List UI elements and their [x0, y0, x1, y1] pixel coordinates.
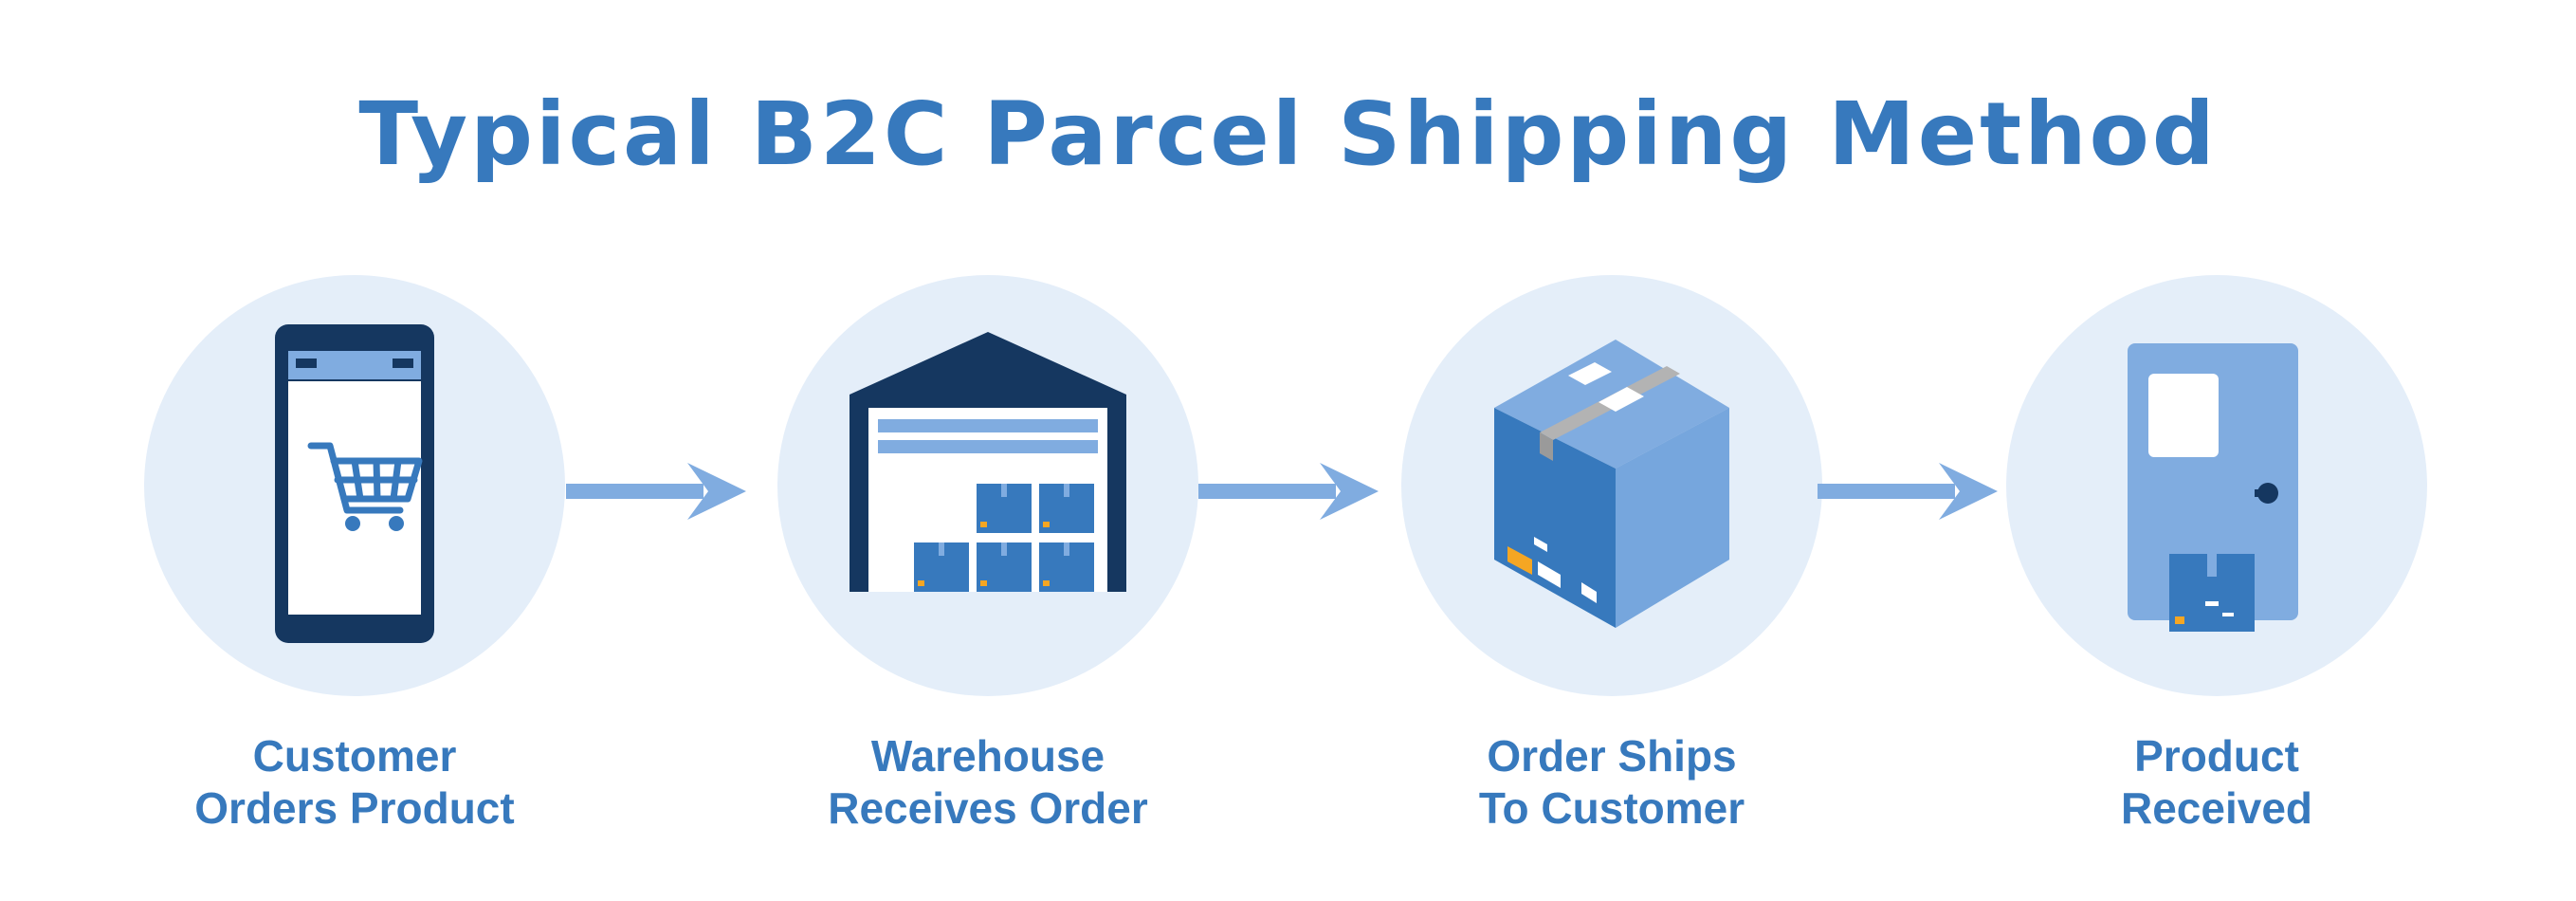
arrow-right-icon	[1818, 463, 1998, 520]
page-title: Typical B2C Parcel Shipping Method	[358, 83, 2218, 185]
step-3-label: Order Ships To Customer	[1478, 731, 1745, 833]
step-3-circle	[1401, 275, 1822, 696]
arrow-right-icon	[566, 463, 746, 520]
warehouse-boxes	[914, 484, 1094, 592]
step-4-circle	[2006, 275, 2427, 696]
step-1-label: Customer Orders Product	[194, 731, 515, 833]
step-1-circle	[144, 275, 565, 696]
smartphone-cart-icon	[275, 324, 434, 643]
parcel-box-icon	[1494, 340, 1729, 628]
step-2-circle	[777, 275, 1198, 696]
step-2-label: Warehouse Receives Order	[828, 731, 1148, 833]
arrow-right-icon	[1198, 463, 1379, 520]
step-4-label: Product Received	[2120, 731, 2312, 833]
door-parcel-icon	[2128, 343, 2298, 632]
warehouse-icon	[850, 332, 1126, 592]
